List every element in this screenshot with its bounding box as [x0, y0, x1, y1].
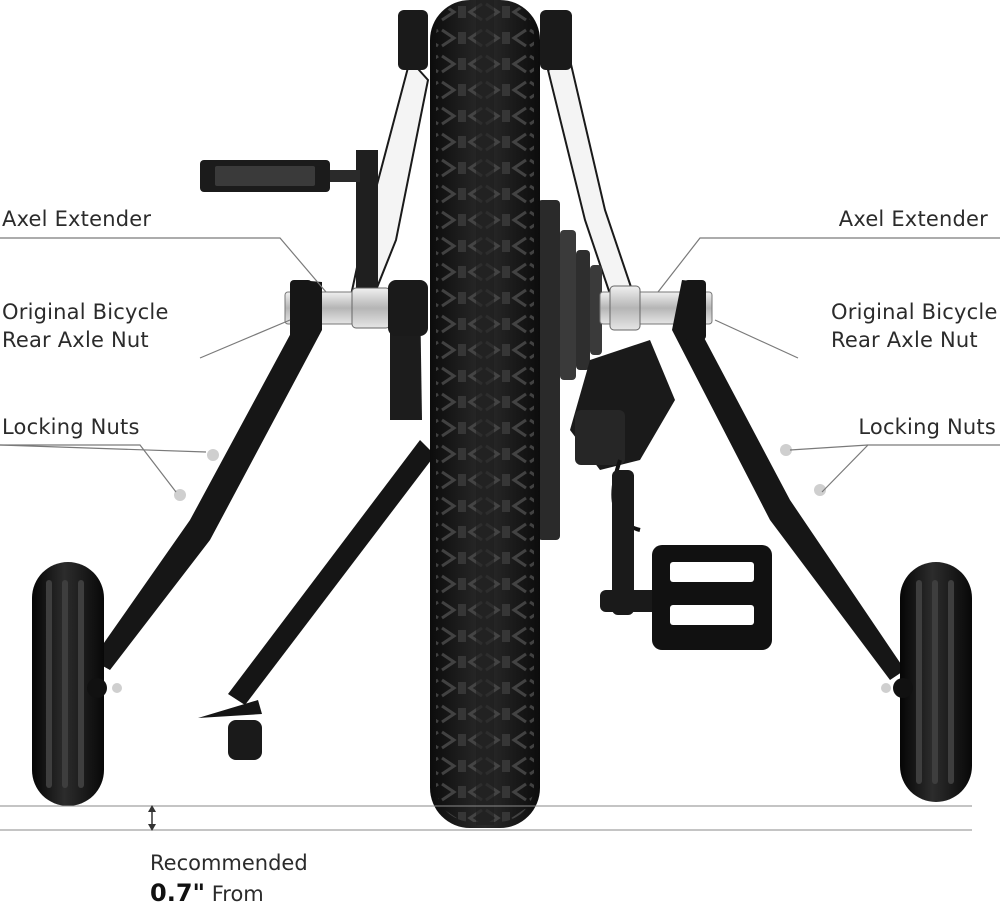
clearance-arrow-icon — [148, 805, 156, 831]
clearance-value: 0.7" — [150, 879, 206, 907]
left-axle-nut-label-line2: Rear Axle Nut — [2, 328, 149, 352]
caption-line2: 0.7" From — [150, 878, 308, 909]
right-axle-nut-label-line2: Rear Axle Nut — [831, 328, 978, 352]
left-axle-nut-label-line1: Original Bicycle — [2, 300, 169, 324]
leader-lines — [0, 237, 1000, 493]
caption-line1: Recommended — [150, 851, 308, 875]
left-pedal — [200, 160, 360, 192]
rear-tire — [430, 0, 540, 828]
right-training-wheel-bracket — [672, 280, 905, 680]
left-training-wheel — [32, 562, 122, 806]
left-axel-extender-label: Axel Extender — [2, 207, 152, 231]
kickstand — [198, 440, 435, 760]
right-locking-nuts-label: Locking Nuts — [858, 415, 996, 439]
right-training-wheel — [881, 562, 972, 802]
caption-line2-rest: From — [211, 882, 264, 906]
ground-reference-lines — [0, 805, 972, 831]
right-axel-extender-label: Axel Extender — [838, 207, 988, 231]
left-training-wheel-bracket — [92, 280, 322, 670]
right-axle-nut-label-line1: Original Bicycle — [831, 300, 998, 324]
rear-cassette — [538, 200, 602, 540]
left-locking-nuts-label: Locking Nuts — [2, 415, 140, 439]
right-pedal — [600, 470, 772, 650]
clearance-caption: Recommended 0.7" From — [150, 848, 308, 909]
